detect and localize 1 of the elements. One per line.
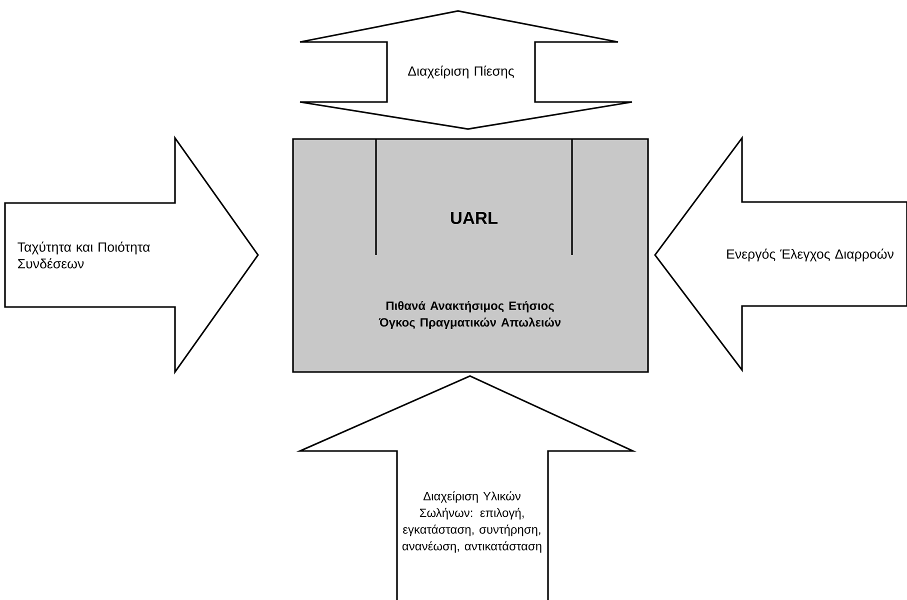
process-box: UARL Πιθανά Ανακτήσιμος Ετήσιος Όγκος Πραγματικών Απωλειών	[292, 138, 649, 373]
